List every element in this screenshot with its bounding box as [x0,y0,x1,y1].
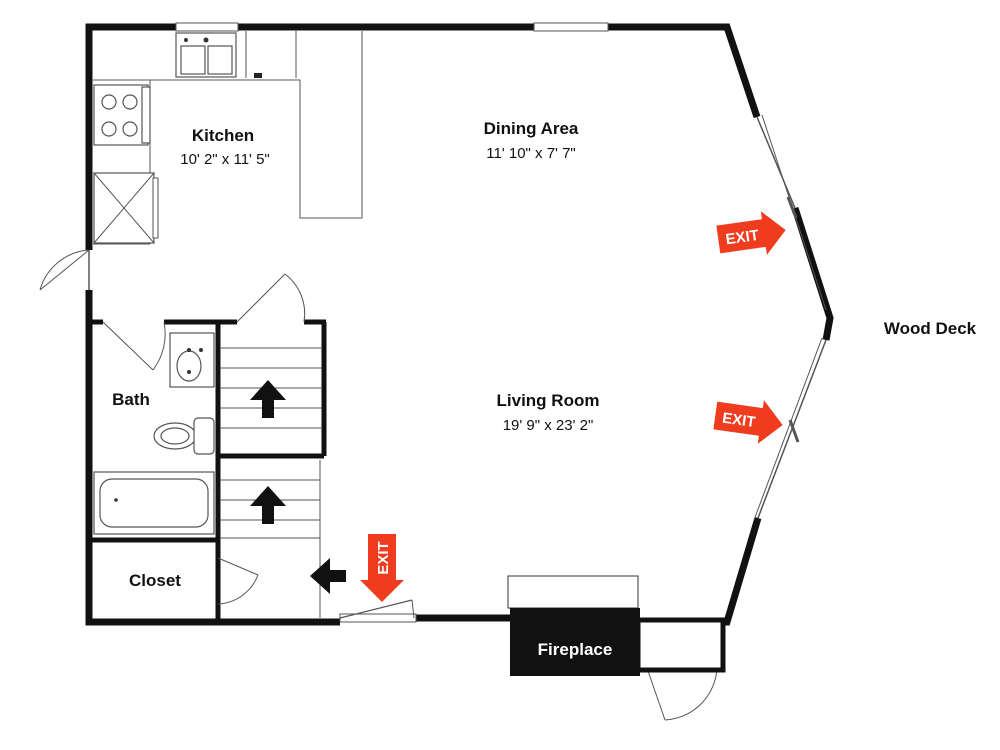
refrigerator-icon [93,172,159,244]
left-arrow-icon [310,558,346,594]
exit-label: EXIT [375,541,392,574]
sink-icon [175,32,237,78]
bathtub-icon [93,471,215,535]
kitchen-entry-door [39,249,90,291]
sliding-door-upper [756,114,827,311]
stair-door [236,273,306,323]
wood-deck-label: Wood Deck [884,319,977,338]
bath-door [102,321,166,371]
fireplace-side-door [646,667,718,721]
exit-label: EXIT [725,227,760,248]
living-room-label: Living Room [497,391,600,410]
closet-door [217,557,259,605]
toilet-icon [153,417,215,455]
windows [175,22,609,623]
fireplace-label: Fireplace [538,640,613,659]
lower-stairs [220,460,321,618]
exit-arrow-icon: EXIT [716,211,786,255]
kitchen-dimensions: 10' 2" x 11' 5" [180,151,270,168]
kitchen-appliance-marker [254,73,262,78]
stair-up-arrow-icon [250,486,286,524]
interior-walls [89,319,327,620]
stove-icon [93,84,151,146]
front-door [339,599,415,619]
bath-label: Bath [112,390,150,409]
exit-arrow-icon: EXIT [360,534,404,602]
dining-area-label: Dining Area [484,119,579,138]
fireplace [507,575,726,676]
living-room-dimensions: 19' 9" x 23' 2" [503,417,594,434]
sliding-door-lower [753,337,827,521]
exit-arrow-icon: EXIT [713,400,783,444]
kitchen-label: Kitchen [192,126,254,145]
sink-icon [169,332,215,388]
exterior-walls [85,23,834,626]
stair-up-arrow-icon [250,380,286,418]
exit-label: EXIT [721,410,756,431]
dining-area-dimensions: 11' 10" x 7' 7" [486,145,576,162]
closet-label: Closet [129,571,181,590]
